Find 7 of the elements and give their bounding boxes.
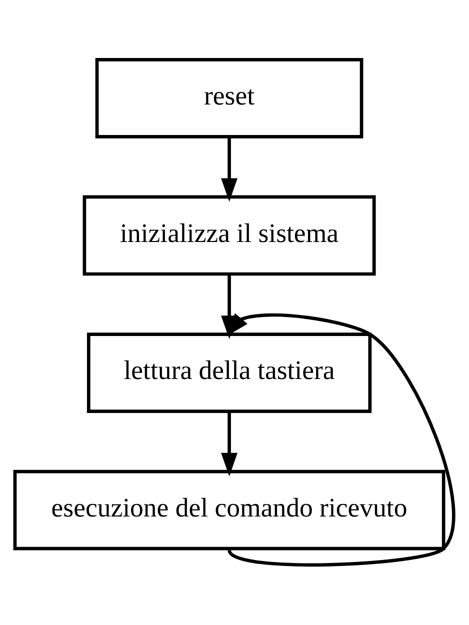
node-box: inizializza il sistema [82, 195, 376, 276]
node-box: reset [95, 58, 364, 138]
node-box: lettura della tastiera [86, 332, 372, 413]
arrow [221, 137, 238, 202]
node-box: esecuzione del comando ricevuto [13, 470, 446, 550]
arrow [226, 313, 456, 567]
arrow [221, 412, 238, 476]
